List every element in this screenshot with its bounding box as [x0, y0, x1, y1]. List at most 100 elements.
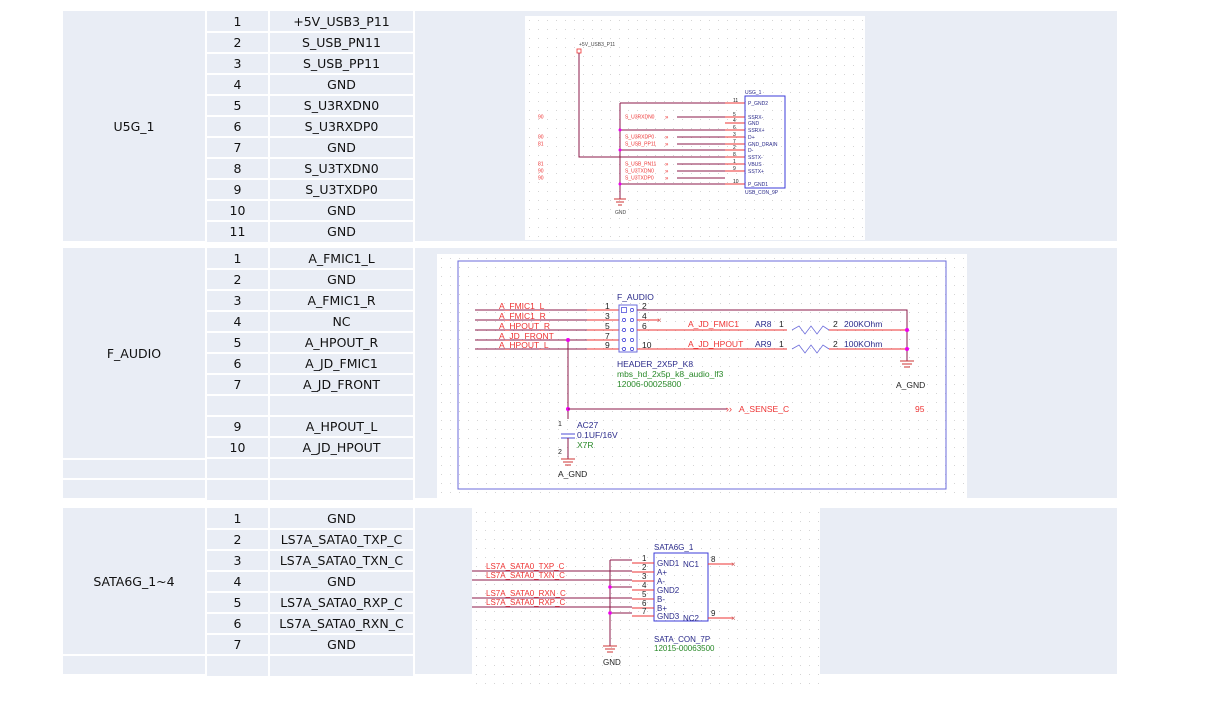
- r2-pin2: 2: [833, 339, 838, 349]
- net-name-cell: [270, 479, 413, 500]
- row-divider: [205, 94, 413, 96]
- offpage-connector-icon: »: [665, 135, 669, 141]
- header-pin: [630, 318, 634, 322]
- usb-pin-number: 9: [733, 166, 736, 172]
- pin-number-cell: 6: [207, 353, 268, 374]
- page-ref: 81: [538, 162, 544, 168]
- sata-gnd-label: GND: [603, 658, 621, 667]
- audio-right-pin: 4: [642, 311, 647, 321]
- header-pin: [630, 328, 634, 332]
- pin-number-cell: 2: [207, 529, 268, 550]
- connector-name-cell: U5G_1: [63, 11, 205, 241]
- usb-pin-name: P_GND1: [748, 182, 768, 188]
- usb-net-label: S_U3TXDN0: [625, 169, 654, 175]
- jd-fmic1-net: A_JD_FMIC1: [688, 319, 739, 329]
- pin-number-cell: 1: [207, 11, 268, 32]
- nc2-label: NC2: [683, 614, 700, 623]
- audio-left-pin: 9: [605, 340, 610, 350]
- header-pin: [622, 318, 626, 322]
- usb-pin-name: D+: [748, 135, 755, 141]
- pin-number-cell: 5: [207, 592, 268, 613]
- net-name-cell: +5V_USB3_P11: [270, 11, 413, 32]
- pin-number-cell: 8: [207, 158, 268, 179]
- net-name-cell: GND: [270, 200, 413, 221]
- page-ref: 90: [538, 135, 544, 141]
- net-name-cell: LS7A_SATA0_TXN_C: [270, 550, 413, 571]
- usb-pin-name: D-: [748, 148, 754, 154]
- header-pin: [630, 347, 634, 351]
- offpage-connector-icon: »: [665, 142, 669, 148]
- svg-text:×: ×: [731, 614, 736, 623]
- r1-value: 200KOhm: [844, 319, 882, 329]
- pin1-marker: [621, 307, 627, 313]
- audio-right-pin: 10: [642, 340, 652, 350]
- row-divider: [205, 528, 413, 530]
- net-name-cell: S_USB_PP11: [270, 53, 413, 74]
- audio-footprint: mbs_hd_2x5p_k8_audio_lf3: [617, 369, 724, 379]
- pin-number-cell: 5: [207, 95, 268, 116]
- page-ref: 81: [538, 142, 544, 148]
- pin-number-cell: 7: [207, 137, 268, 158]
- audio-left-pin: 5: [605, 321, 610, 331]
- offpage-connector-icon: »: [665, 162, 669, 168]
- net-name-cell: NC: [270, 311, 413, 332]
- agnd-label: A_GND: [896, 380, 925, 390]
- r1-pin1: 1: [779, 319, 784, 329]
- nc1-pin: 8: [711, 555, 716, 564]
- pin-number-cell: 7: [207, 374, 268, 395]
- net-name-cell: S_U3TXDN0: [270, 158, 413, 179]
- column-divider: [413, 248, 415, 498]
- sata-pin-name: B+: [657, 604, 667, 613]
- sata-pin-number: 7: [642, 607, 647, 616]
- net-name-cell: A_JD_HPOUT: [270, 437, 413, 458]
- usb-pin-number: 5: [733, 112, 736, 118]
- pin-number-cell: 2: [207, 269, 268, 290]
- row-divider: [205, 352, 413, 354]
- cap-pin2: 2: [558, 449, 562, 456]
- row-divider: [205, 612, 413, 614]
- sata-net-label: LS7A_SATA0_RXN_C: [486, 589, 566, 598]
- row-divider: [205, 115, 413, 117]
- nc2-pin: 9: [711, 609, 716, 618]
- audio-right-pin: 6: [642, 321, 647, 331]
- offpage-connector-icon: »: [665, 176, 669, 182]
- row-divider: [205, 199, 413, 201]
- sata-pin-name: GND2: [657, 586, 680, 595]
- usb-pin-number: 10: [733, 179, 739, 185]
- usb-pin-number: 8: [733, 152, 736, 158]
- usb-pin-number: 6: [733, 125, 736, 131]
- usb-net-label: S_USB_PP11: [625, 142, 656, 148]
- row-divider: [63, 654, 205, 656]
- sata-pin-number: 1: [642, 554, 647, 563]
- net-name-cell: GND: [270, 74, 413, 95]
- header-pin: [630, 308, 634, 312]
- pin-number-cell: 9: [207, 179, 268, 200]
- row-divider: [205, 633, 413, 635]
- usb-net-label: S_U3RXDN0: [625, 115, 655, 121]
- row-divider: [205, 654, 413, 656]
- connector-name-cell: F_AUDIO: [63, 248, 205, 458]
- r2-ref: AR9: [755, 339, 772, 349]
- cap-value: 0.1UF/16V: [577, 430, 618, 440]
- audio-net-label: A_FMIC1_R: [499, 311, 546, 321]
- sata-pin-name: A+: [657, 568, 667, 577]
- sata-net-label: LS7A_SATA0_TXP_C: [486, 562, 565, 571]
- pin-number-cell: 7: [207, 634, 268, 655]
- sata-pin-name: GND3: [657, 612, 680, 621]
- audio-part: HEADER_2X5P_K8: [617, 359, 693, 369]
- usb-net-label: S_USB_PN11: [625, 162, 657, 168]
- usb-pin-name: SSTX+: [748, 169, 764, 175]
- sata-pin-name: A-: [657, 577, 665, 586]
- column-divider: [268, 11, 270, 241]
- cap-agnd-label: A_GND: [558, 469, 587, 479]
- audio-net-label: A_HPOUT_R: [499, 321, 550, 331]
- net-name-cell: LS7A_SATA0_RXP_C: [270, 592, 413, 613]
- cap-dielectric: X7R: [577, 440, 594, 450]
- column-divider: [205, 11, 207, 241]
- usb-pin-name: SSRX+: [748, 128, 765, 134]
- net-name-cell: GND: [270, 571, 413, 592]
- pin-number-cell: 1: [207, 508, 268, 529]
- usb-pin-number: 7: [733, 139, 736, 145]
- row-divider: [205, 591, 413, 593]
- net-name-cell: [270, 395, 413, 416]
